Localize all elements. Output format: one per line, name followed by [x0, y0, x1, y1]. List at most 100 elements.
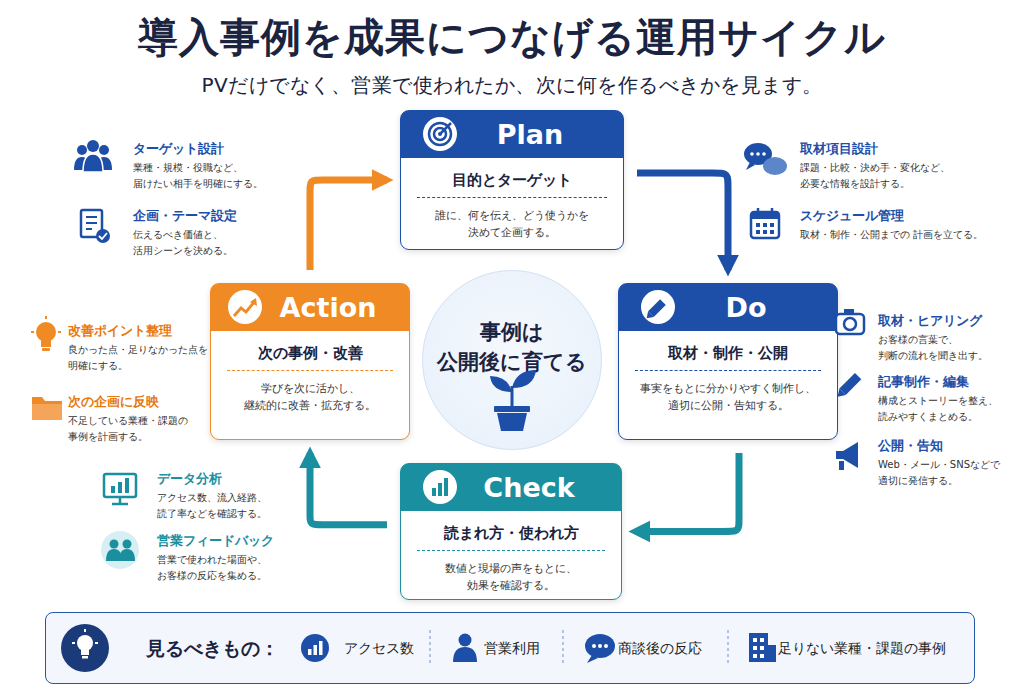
- center-text: 事例は 公開後に育てる: [432, 317, 592, 377]
- card-title: Check: [401, 464, 621, 512]
- item-heading: 取材項目設計: [800, 140, 1000, 158]
- building-icon: [760, 638, 764, 642]
- people-circle-icon: [123, 540, 132, 549]
- card-subtitle: 目的とターゲット: [417, 171, 607, 198]
- chat-bubble-icon: [585, 634, 615, 658]
- trend-badge-icon: [250, 298, 257, 306]
- cycle-arrow: [635, 453, 739, 532]
- access-chart-icon: [319, 641, 323, 655]
- calendar-icon: [756, 223, 760, 227]
- camera-icon: [836, 314, 864, 334]
- item-heading: スケジュール管理: [800, 207, 1000, 225]
- band-divider: [562, 630, 564, 666]
- target-icon: [434, 128, 446, 140]
- chat-icon: [756, 152, 760, 156]
- people-icon: [74, 157, 90, 170]
- pencil-badge-icon: [641, 290, 675, 324]
- megaphone-icon: [836, 442, 858, 468]
- monitor-chart-icon: [125, 478, 129, 493]
- bulb-badge-icon: [72, 642, 75, 644]
- item-heading: 改善ポイント整理: [68, 322, 208, 340]
- pencil-icon: [834, 389, 845, 400]
- pencil-icon: [839, 373, 861, 395]
- trend-badge-icon: [228, 290, 262, 324]
- building-icon: [760, 654, 764, 658]
- item-text: 伝えるべき価値と、 活用シーンを決める。: [133, 227, 313, 259]
- chat-icon: [762, 152, 766, 156]
- chat-bubble-icon: [592, 644, 596, 648]
- document-icon: [99, 233, 107, 239]
- people-icon: [74, 140, 112, 172]
- band-divider: [429, 630, 431, 666]
- megaphone-icon: [836, 442, 858, 470]
- item-heading: データ分析: [157, 470, 357, 488]
- people-icon: [96, 157, 112, 170]
- item-text: 業種・規模・役職など、 届けたい相手を明確にする。: [133, 160, 313, 192]
- bulb-badge-icon: [61, 624, 109, 672]
- item-heading: 記事制作・編集: [878, 373, 1018, 391]
- building-icon: [753, 646, 757, 650]
- plant-icon: [494, 406, 530, 412]
- card-title: Do: [619, 284, 837, 332]
- folder-icon: [32, 404, 62, 420]
- document-icon: [81, 210, 110, 243]
- people-circle-icon: [106, 549, 122, 561]
- bulb-icon: [58, 331, 61, 333]
- bulb-icon: [45, 316, 47, 319]
- camera-icon: [836, 309, 864, 334]
- chat-bubble-icon: [587, 655, 598, 663]
- card-subtitle: 読まれ方・使われ方: [417, 524, 605, 551]
- bulb-badge-icon: [95, 642, 98, 644]
- target-icon: [440, 123, 451, 134]
- card-body: 事実をもとに分かりやすく制作し、 適切に公開・告知する。: [629, 380, 827, 414]
- card-body: 学びを次に活かし、 継続的に改善・拡充する。: [221, 380, 399, 414]
- diagram-title: 導入事例を成果につなげる運用サイクル: [0, 12, 1024, 62]
- summary-band: 見るべきもの：アクセス数営業利用商談後の反応足りない業種・課題の事例: [45, 612, 975, 684]
- access-chart-icon: [308, 649, 312, 655]
- item-heading: 取材・ヒアリング: [878, 312, 1018, 330]
- band-item: 商談後の反応: [618, 636, 702, 660]
- chat-icon: [750, 152, 754, 156]
- camera-icon: [844, 309, 854, 314]
- band-heading: 見るべきもの：: [146, 636, 279, 660]
- calendar-icon: [770, 223, 774, 227]
- monitor-chart-icon: [119, 497, 122, 503]
- cycle-arrow: [310, 453, 387, 525]
- band-item: 営業利用: [484, 636, 540, 660]
- camera-icon: [844, 318, 856, 330]
- people-icon: [99, 145, 109, 155]
- calendar-icon: [756, 230, 760, 234]
- chat-bubble-icon: [604, 644, 608, 648]
- item-heading: 次の企画に反映: [68, 393, 208, 411]
- band-divider: [727, 630, 729, 666]
- building-icon: [768, 645, 776, 662]
- person-icon: [453, 647, 477, 662]
- plant-icon: [511, 386, 514, 408]
- plant-icon: [512, 370, 536, 388]
- target-icon: [438, 132, 442, 136]
- chart-badge-icon: [444, 478, 448, 496]
- bulb-badge-icon: [84, 629, 86, 632]
- chart-badge-icon: [423, 470, 457, 504]
- building-icon: [753, 638, 757, 642]
- item-text: お客様の言葉で、 判断の流れを聞き出す。: [878, 332, 1020, 364]
- bulb-icon: [31, 316, 61, 351]
- plant-icon: [490, 370, 536, 431]
- calendar-icon: [751, 212, 779, 238]
- process-card: Check読まれ方・使われ方数値と現場の声をもとに、 効果を確認する。: [400, 463, 622, 600]
- building-icon: [749, 633, 768, 662]
- card-body: 誰に、何を伝え、どう使うかを 決めて企画する。: [411, 207, 613, 241]
- people-icon: [87, 140, 99, 152]
- bulb-icon: [42, 348, 50, 351]
- document-icon: [86, 216, 97, 218]
- target-icon: [429, 123, 451, 145]
- item-text: 不足している業種・課題の 事例を計画する。: [68, 413, 208, 445]
- people-icon: [83, 154, 103, 172]
- plant-icon: [497, 413, 527, 431]
- calendar-icon: [751, 212, 779, 219]
- chat-icon: [746, 162, 755, 170]
- item-heading: ターゲット設計: [133, 140, 333, 158]
- center-circle: 事例は 公開後に育てる: [422, 270, 602, 450]
